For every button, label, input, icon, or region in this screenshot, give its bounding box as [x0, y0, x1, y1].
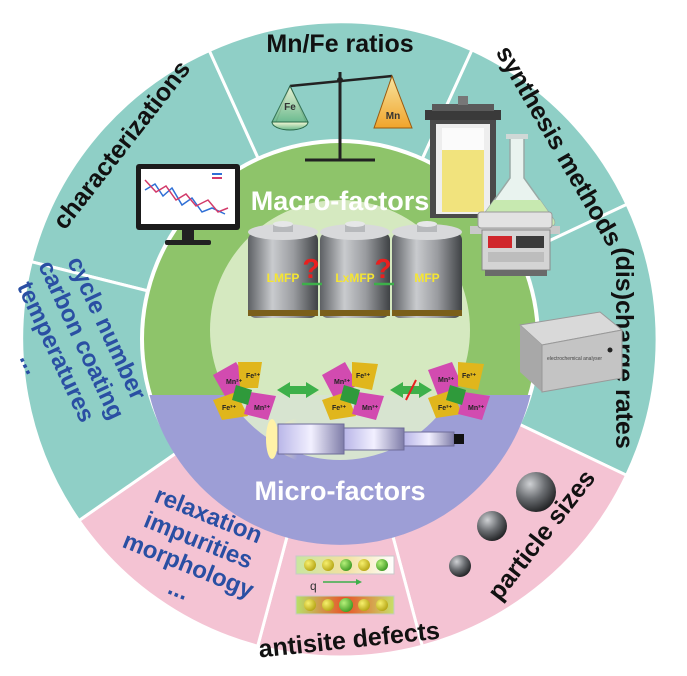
svg-text:Mn²⁺: Mn²⁺ [334, 379, 350, 386]
defect-chain-icon: q [295, 555, 395, 615]
balance-label-fe: Fe [284, 102, 296, 113]
svg-text:Fe³⁺: Fe³⁺ [332, 405, 347, 412]
battery-label-lxmfp: LxMFP [335, 271, 374, 285]
svg-text:?: ? [374, 253, 391, 284]
microscope-icon [266, 416, 464, 462]
particle-sphere-medium [477, 511, 507, 541]
autoclave-icon [425, 96, 501, 218]
balance-label-mn: Mn [386, 111, 400, 122]
svg-text:?: ? [302, 253, 319, 284]
particle-sphere-large [516, 472, 556, 512]
battery-label-mfp: MFP [414, 271, 439, 285]
crystal-structure-icon-center: Mn²⁺ Fe²⁺ Fe³⁺ Mn³⁺ [322, 362, 384, 420]
analyser-label: electrochemical analyser [547, 356, 602, 362]
broken-double-arrow [390, 379, 432, 401]
battery-icon-lmfp: LMFP [248, 221, 318, 318]
macro-title: Macro-factors [251, 186, 430, 216]
battery-group: LMFP LxMFP MFP ? ? [248, 221, 462, 318]
battery-label-lmfp: LMFP [267, 271, 300, 285]
battery-icon-mfp: MFP [392, 221, 462, 318]
tube-furnace-icon [470, 211, 560, 276]
question-arrow-right: ? [374, 253, 394, 286]
svg-text:Mn²⁺: Mn²⁺ [438, 377, 454, 384]
svg-text:q: q [310, 579, 317, 593]
svg-text:Fe³⁺: Fe³⁺ [222, 405, 237, 412]
svg-text:Fe²⁺: Fe²⁺ [356, 373, 371, 380]
svg-text:Mn³⁺: Mn³⁺ [468, 405, 484, 412]
particle-sphere-icons [449, 472, 556, 577]
svg-text:Mn²⁺: Mn²⁺ [254, 405, 270, 412]
label-mn-fe-ratios: Mn/Fe ratios [266, 30, 413, 58]
particle-sphere-small [449, 555, 471, 577]
micro-title: Micro-factors [254, 476, 425, 506]
svg-text:Fe³⁺: Fe³⁺ [438, 405, 453, 412]
monitor-icon [136, 164, 240, 245]
analyser-icon: electrochemical analyser [518, 311, 624, 393]
svg-text:Mn²⁺: Mn²⁺ [226, 379, 242, 386]
crystal-structure-icon-left: Mn²⁺ Fe²⁺ Fe³⁺ Mn²⁺ [213, 362, 276, 420]
question-arrow-left: ? [302, 253, 322, 286]
svg-text:Fe³⁺: Fe³⁺ [462, 373, 477, 380]
battery-icon-lxmfp: LxMFP [320, 221, 390, 318]
svg-text:Fe²⁺: Fe²⁺ [246, 373, 261, 380]
svg-text:Mn³⁺: Mn³⁺ [362, 405, 378, 412]
double-arrow-left [277, 382, 319, 398]
crystal-structure-icon-right: Mn²⁺ Fe³⁺ Fe³⁺ Mn³⁺ [428, 362, 490, 420]
balance-scale-icon: Fe Mn [271, 72, 413, 162]
